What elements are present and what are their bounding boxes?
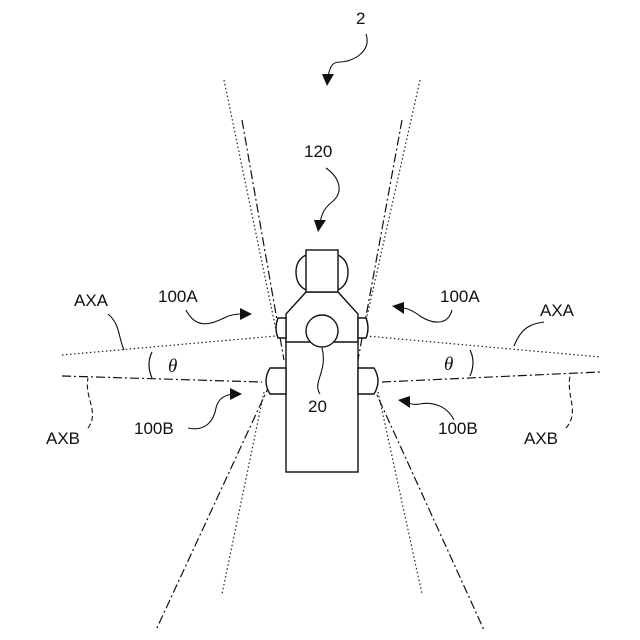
sensor-head-leader (320, 168, 339, 222)
camera-100a-right-arrow (392, 302, 404, 314)
camera-100a-left (276, 318, 286, 338)
axis-a-right-line (366, 336, 600, 357)
angle-theta-right-label: θ (444, 354, 453, 375)
camera-100a-right (358, 318, 368, 338)
axis-a-right-leader (514, 322, 544, 346)
fov-a-left-outer (224, 80, 276, 330)
camera-100b-left-arrow (230, 388, 242, 400)
axis-b-left-label: AXB (46, 429, 80, 448)
axis-a-left-label: AXA (74, 291, 109, 310)
robot-body-label: 20 (308, 397, 327, 416)
fov-b-left-outer (222, 392, 264, 594)
sensor-head (306, 250, 338, 292)
camera-100b-right-label: 100B (438, 419, 478, 438)
camera-100b-right-leader (408, 402, 454, 420)
figure-ref-arrow (322, 74, 334, 86)
fov-b-right-outer (378, 392, 422, 594)
figure-ref-label: 2 (356, 9, 365, 28)
central-sensor-circle (306, 315, 338, 347)
camera-100b-right (358, 368, 378, 394)
fov-a-right-outer (364, 80, 420, 330)
axis-b-right-line (382, 372, 600, 382)
angle-theta-left-label: θ (168, 356, 177, 377)
sensor-head-label: 120 (304, 142, 332, 161)
camera-100a-left-label: 100A (158, 287, 198, 306)
camera-100b-left-leader (188, 394, 232, 429)
camera-100a-left-leader (186, 310, 242, 324)
camera-100a-left-arrow (240, 308, 252, 320)
sensor-head-arrow (314, 220, 326, 232)
axis-b-left-line (62, 376, 262, 382)
axis-a-right-label: AXA (540, 301, 575, 320)
figure-ref-leader (328, 34, 367, 76)
angle-arc-left (149, 352, 152, 378)
axis-a-left-leader (108, 314, 124, 350)
camera-100b-left-label: 100B (134, 419, 174, 438)
axis-b-right-leader (566, 376, 572, 428)
axis-b-right-label: AXB (524, 429, 558, 448)
axis-a-left-line (62, 336, 276, 355)
camera-100a-right-leader (402, 308, 452, 322)
camera-100b-left (266, 368, 286, 394)
camera-100b-right-arrow (398, 396, 410, 408)
axis-b-left-leader (87, 378, 92, 428)
angle-arc-right (470, 350, 473, 376)
camera-100a-right-label: 100A (440, 287, 480, 306)
